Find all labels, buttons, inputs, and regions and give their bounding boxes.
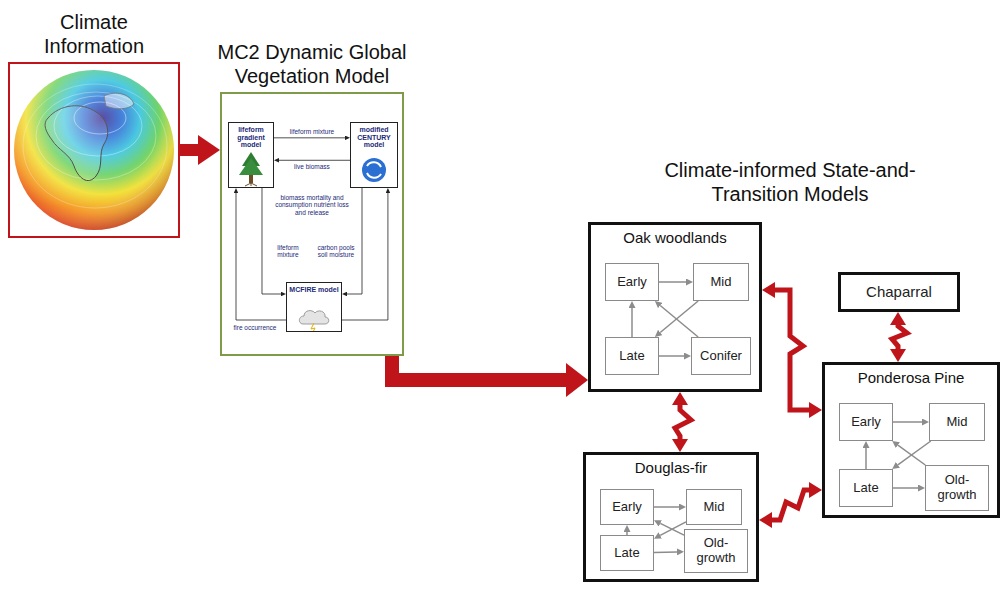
transition-arrow <box>898 441 931 465</box>
box-heading: Oak woodlands <box>591 229 759 247</box>
transition-arrow <box>660 523 684 535</box>
state-label: Chaparral <box>863 281 935 302</box>
state-label: Old-growth <box>685 534 747 568</box>
state-label: Old-growth <box>926 471 988 505</box>
lightning-arrow <box>892 325 907 349</box>
transition-arrow <box>660 305 698 337</box>
flow-label: live biomass <box>276 163 348 170</box>
transition-arrow <box>631 308 633 337</box>
tree-trunk <box>249 175 253 183</box>
state-box: Early <box>600 489 654 525</box>
submodel-box: lifeform gradient model <box>228 122 274 188</box>
state-box: Late <box>839 469 893 507</box>
transition-arrow <box>865 448 867 469</box>
box-heading: Douglas-fir <box>586 459 756 477</box>
cloud <box>299 311 328 324</box>
flow-label: fire occurrence <box>226 324 284 331</box>
lightning <box>311 323 315 332</box>
cloud-icon <box>299 311 328 332</box>
state-box: Conifer <box>691 337 751 375</box>
box-heading: Ponderosa Pine <box>825 369 997 387</box>
state-label: Mid <box>701 498 728 517</box>
state-label: Mid <box>708 273 735 292</box>
block-arrow <box>180 144 198 156</box>
stm-box: Chaparral <box>838 272 960 312</box>
transition-arrow <box>898 445 925 465</box>
state-box: Mid <box>686 489 742 525</box>
transition-arrow <box>660 522 686 536</box>
cycle-arrows <box>367 162 381 177</box>
tree-icon <box>239 152 263 186</box>
submodel-label: lifeform gradient model <box>229 123 273 149</box>
stm-box: Oak woodlandsEarly MidLate Conifer <box>588 222 762 392</box>
submodel-label: modified CENTURY model <box>351 123 397 149</box>
stm-box: Douglas-firEarly MidLate Old-growth <box>583 452 759 582</box>
flow-label: lifeform mixture <box>276 128 348 135</box>
transition-arrow <box>659 355 684 357</box>
state-box: Mid <box>693 263 749 301</box>
state-label: Late <box>611 544 642 563</box>
state-box: Mid <box>929 403 985 441</box>
tree-crown <box>239 158 263 175</box>
submodel-box: MCFIRE model <box>286 282 342 332</box>
state-label: Early <box>614 273 650 292</box>
panel-heading: MC2 Dynamic Global Vegetation Model <box>172 40 452 88</box>
state-box: Late <box>605 337 659 375</box>
section-heading: Climate-informed State-and-Transition Mo… <box>640 158 940 206</box>
state-label: Early <box>848 413 884 432</box>
flow-arrow <box>279 160 350 161</box>
flow-label: lifeform mixture <box>266 244 310 259</box>
globe-shade <box>14 70 174 230</box>
tree-roots <box>245 183 257 186</box>
flow-label: carbon pools soil moisture <box>313 244 359 259</box>
transition-arrow <box>660 301 698 333</box>
state-label: Late <box>616 347 647 366</box>
block-arrow <box>392 356 566 380</box>
transition-arrow <box>654 551 677 553</box>
state-box: Old-growth <box>684 529 748 573</box>
submodel-box: modified CENTURY model <box>350 122 398 188</box>
transition-arrow <box>659 281 686 283</box>
globe <box>14 70 174 230</box>
cycle-disc <box>362 158 386 182</box>
globe-panel: Climate Information <box>8 62 180 238</box>
state-box: Early <box>605 263 659 301</box>
state-box: Early <box>839 403 893 441</box>
state-label: Early <box>609 498 645 517</box>
flow-arrow <box>274 137 345 138</box>
transition-arrow <box>654 506 679 508</box>
flow-label: biomass mortality and consumption nutrie… <box>268 194 356 216</box>
state-label: Late <box>850 479 881 498</box>
submodel-label: MCFIRE model <box>287 283 341 294</box>
cycle-icon <box>362 158 386 182</box>
state-box: Old-growth <box>925 465 989 511</box>
transition-arrow <box>893 421 922 423</box>
state-label: Mid <box>944 413 971 432</box>
stm-box: Ponderosa PineEarly MidLate Old-growth <box>822 362 1000 518</box>
transition-arrow <box>893 487 918 489</box>
lightning-arrow <box>675 405 691 439</box>
panel-heading: Climate Information <box>24 10 164 58</box>
lightning-arrow <box>775 290 809 410</box>
lightning-arrow <box>772 490 809 520</box>
state-box: Late <box>600 535 654 571</box>
globe-illustration <box>14 70 174 230</box>
state-label: Conifer <box>697 347 745 366</box>
